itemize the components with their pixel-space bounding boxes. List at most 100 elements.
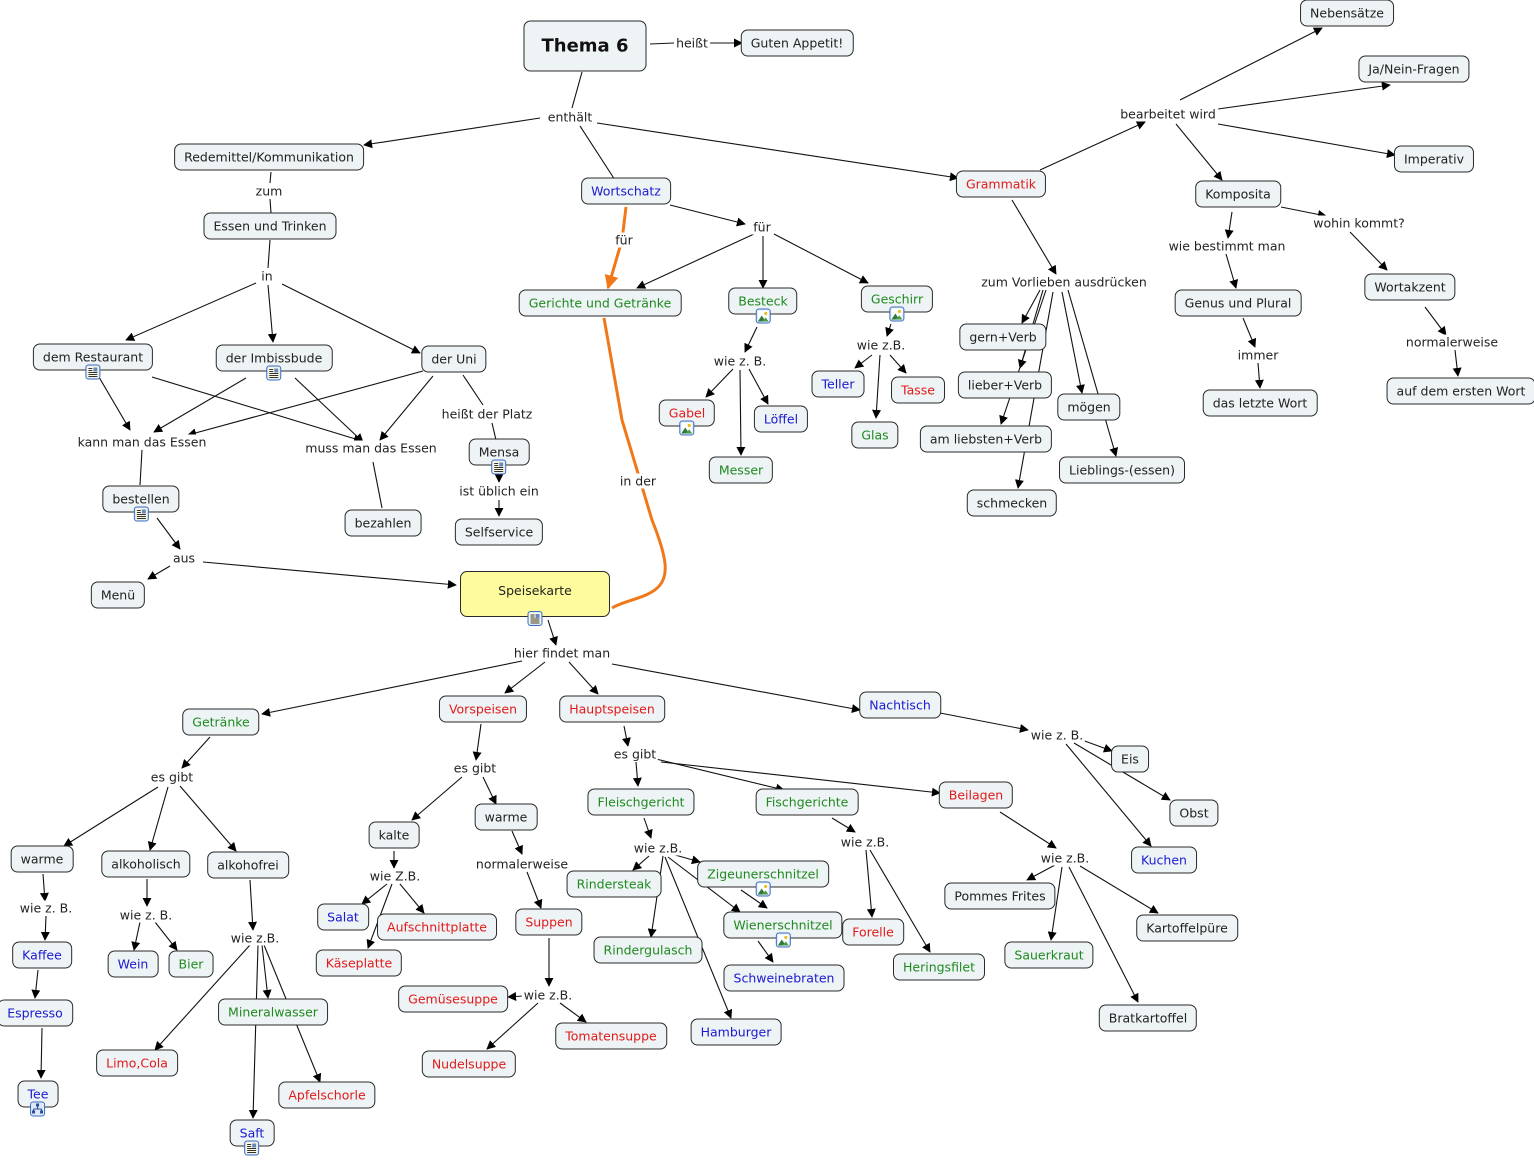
concept-node-menu[interactable]: Menü <box>90 581 146 609</box>
concept-node-schweine[interactable]: Schweinebraten <box>723 964 845 992</box>
concept-node-liebsten[interactable]: am liebsten+Verb <box>919 425 1053 453</box>
concept-node-forelle[interactable]: Forelle <box>842 918 904 946</box>
concept-node-komposita[interactable]: Komposita <box>1195 180 1281 208</box>
concept-node-essen_trinken[interactable]: Essen und Trinken <box>203 212 337 240</box>
concept-node-gabel[interactable]: Gabel <box>658 399 716 436</box>
concept-node-zigeuner[interactable]: Zigeunerschnitzel <box>697 860 829 897</box>
concept-node-speisekarte[interactable]: Speisekarte <box>460 571 610 626</box>
concept-node-vorspeisen[interactable]: Vorspeisen <box>438 695 528 723</box>
concept-node-salat[interactable]: Salat <box>317 903 369 931</box>
concept-node-moegen[interactable]: mögen <box>1057 393 1121 421</box>
concept-node-beilagen[interactable]: Beilagen <box>938 781 1014 809</box>
concept-node-gerichte[interactable]: Gerichte und Getränke <box>518 289 682 317</box>
concept-node-thema6[interactable]: Thema 6 <box>523 20 647 72</box>
concept-node-nudel[interactable]: Nudelsuppe <box>421 1050 517 1078</box>
concept-node-eis[interactable]: Eis <box>1111 745 1149 773</box>
concept-node-lieblings[interactable]: Lieblings-(essen) <box>1059 456 1185 484</box>
concept-label: Hauptspeisen <box>569 701 655 717</box>
concept-node-nebensaetze[interactable]: Nebensätze <box>1300 0 1394 27</box>
concept-node-selfservice[interactable]: Selfservice <box>454 518 544 546</box>
concept-node-genus[interactable]: Genus und Plural <box>1174 289 1302 317</box>
concept-node-rindergulasch[interactable]: Rindergulasch <box>593 936 703 964</box>
concept-node-teller[interactable]: Teller <box>811 370 865 398</box>
concept-node-imbiss[interactable]: der Imbissbude <box>215 344 333 381</box>
concept-node-loeffel[interactable]: Löffel <box>753 405 809 433</box>
concept-label: Rindergulasch <box>603 942 693 958</box>
image-icon[interactable] <box>679 420 695 436</box>
concept-node-bier[interactable]: Bier <box>168 950 214 978</box>
concept-node-aufschnitt[interactable]: Aufschnittplatte <box>377 913 497 941</box>
concept-node-mensa[interactable]: Mensa <box>468 438 530 475</box>
concept-node-suppen[interactable]: Suppen <box>515 908 583 936</box>
concept-node-messer[interactable]: Messer <box>708 456 774 484</box>
document-icon[interactable] <box>244 1140 260 1156</box>
concept-node-imperativ[interactable]: Imperativ <box>1393 145 1475 173</box>
concept-node-wiener[interactable]: Wienerschnitzel <box>723 911 843 948</box>
concept-node-kalte[interactable]: kalte <box>368 821 420 849</box>
concept-node-kuchen[interactable]: Kuchen <box>1131 846 1197 874</box>
concept-node-warme_g[interactable]: warme <box>10 845 74 873</box>
concept-node-fleisch[interactable]: Fleischgericht <box>587 788 695 816</box>
concept-node-ersten[interactable]: auf dem ersten Wort <box>1386 377 1534 405</box>
concept-node-besteck[interactable]: Besteck <box>728 287 798 324</box>
document-icon[interactable] <box>85 364 101 380</box>
concept-node-sauerkraut[interactable]: Sauerkraut <box>1004 941 1094 969</box>
concept-node-schmecken[interactable]: schmecken <box>966 489 1058 517</box>
connection-line <box>491 422 497 441</box>
concept-node-gemuese[interactable]: Gemüsesuppe <box>398 985 508 1013</box>
concept-node-alkohofrei[interactable]: alkohofrei <box>207 851 289 879</box>
connection-line <box>1021 289 1041 324</box>
concept-node-janein[interactable]: Ja/Nein-Fragen <box>1358 55 1470 83</box>
concept-node-kaffee[interactable]: Kaffee <box>12 941 72 969</box>
concept-node-apfel[interactable]: Apfelschorle <box>278 1081 376 1109</box>
document-icon[interactable] <box>133 506 149 522</box>
concept-node-grammatik[interactable]: Grammatik <box>955 170 1047 198</box>
concept-node-geschirr[interactable]: Geschirr <box>860 285 934 322</box>
concept-node-limo[interactable]: Limo,Cola <box>96 1049 178 1077</box>
concept-node-glas[interactable]: Glas <box>851 421 899 449</box>
concept-map-icon[interactable] <box>30 1101 46 1117</box>
concept-node-alkoholisch[interactable]: alkoholisch <box>101 850 191 878</box>
concept-node-kartoffelpuere[interactable]: Kartoffelpüre <box>1136 914 1238 942</box>
concept-node-redemittel[interactable]: Redemittel/Kommunikation <box>174 143 364 171</box>
document-icon[interactable] <box>527 611 543 626</box>
document-icon[interactable] <box>266 365 282 381</box>
concept-node-rindersteak[interactable]: Rindersteak <box>566 870 662 898</box>
concept-label: bestellen <box>112 491 170 507</box>
concept-node-wein[interactable]: Wein <box>107 950 159 978</box>
concept-node-mineral[interactable]: Mineralwasser <box>218 998 328 1026</box>
concept-node-tomaten[interactable]: Tomatensuppe <box>555 1022 667 1050</box>
concept-node-getraenke[interactable]: Getränke <box>182 708 260 736</box>
concept-node-fisch[interactable]: Fischgerichte <box>755 788 859 816</box>
concept-node-gern[interactable]: gern+Verb <box>959 323 1047 351</box>
image-icon[interactable] <box>755 881 771 897</box>
concept-node-nachtisch[interactable]: Nachtisch <box>859 691 941 719</box>
concept-node-bestellen[interactable]: bestellen <box>102 485 180 522</box>
concept-node-brat[interactable]: Bratkartoffel <box>1098 1004 1198 1032</box>
concept-node-tee[interactable]: Tee <box>17 1080 59 1117</box>
concept-node-hering[interactable]: Heringsfilet <box>892 953 986 981</box>
image-icon[interactable] <box>775 932 791 948</box>
concept-node-bezahlen[interactable]: bezahlen <box>344 509 422 537</box>
concept-node-obst[interactable]: Obst <box>1169 799 1219 827</box>
concept-node-uni[interactable]: der Uni <box>421 345 487 373</box>
concept-node-hauptspeisen[interactable]: Hauptspeisen <box>559 695 665 723</box>
concept-node-restaurant[interactable]: dem Restaurant <box>32 343 154 380</box>
concept-node-pommes[interactable]: Pommes Frites <box>944 882 1056 910</box>
concept-node-hamburger[interactable]: Hamburger <box>690 1018 782 1046</box>
image-icon[interactable] <box>755 308 771 324</box>
concept-node-wortakzent[interactable]: Wortakzent <box>1364 273 1456 301</box>
concept-node-saft[interactable]: Saft <box>229 1119 275 1156</box>
connection-line <box>156 517 181 550</box>
concept-node-kaese[interactable]: Käseplatte <box>315 949 403 977</box>
concept-node-warme_v[interactable]: warme <box>474 803 538 831</box>
concept-node-lieber[interactable]: lieber+Verb <box>957 371 1053 399</box>
concept-node-letzte[interactable]: das letzte Wort <box>1202 389 1318 417</box>
concept-node-tasse[interactable]: Tasse <box>891 376 945 404</box>
concept-node-espresso[interactable]: Espresso <box>0 999 73 1027</box>
document-icon[interactable] <box>491 459 507 475</box>
linking-phrase-fuer: für <box>751 219 773 235</box>
concept-node-guten[interactable]: Guten Appetit! <box>740 29 854 57</box>
concept-node-wortschatz[interactable]: Wortschatz <box>581 177 671 205</box>
image-icon[interactable] <box>889 306 905 322</box>
